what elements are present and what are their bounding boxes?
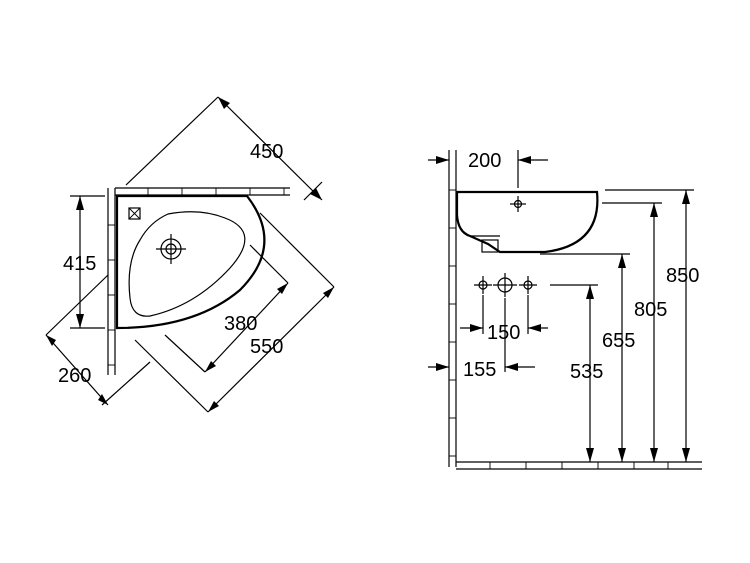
- side-floor: [456, 461, 702, 470]
- side-dim-155: 155: [463, 359, 496, 381]
- basin-bowl: [128, 211, 246, 317]
- side-dim-535: 535: [570, 361, 603, 383]
- plan-dim-260: 260: [58, 365, 91, 387]
- side-dim-150: 150: [487, 322, 520, 344]
- plan-dim-380: 380: [224, 313, 257, 335]
- overflow-square: [128, 207, 141, 220]
- side-view: 200 150 155 535 655 805 850: [428, 150, 702, 470]
- basin-waste-outlet: [481, 239, 499, 253]
- plan-wall-top: [115, 187, 290, 196]
- plan-dim-550: 550: [250, 336, 283, 358]
- side-dim-805: 805: [634, 299, 667, 321]
- side-dim-200: 200: [468, 150, 501, 172]
- basin-profile: [455, 190, 599, 254]
- plan-view: 450 415 260 380 550: [45, 96, 335, 413]
- side-wall: [448, 150, 457, 467]
- plan-dim-450: 450: [250, 141, 283, 163]
- side-dim-655: 655: [602, 330, 635, 352]
- plan-wall-left: [107, 188, 116, 375]
- basin-outline: [115, 194, 266, 330]
- plan-dim-415: 415: [63, 253, 96, 275]
- side-dim-850: 850: [666, 265, 699, 287]
